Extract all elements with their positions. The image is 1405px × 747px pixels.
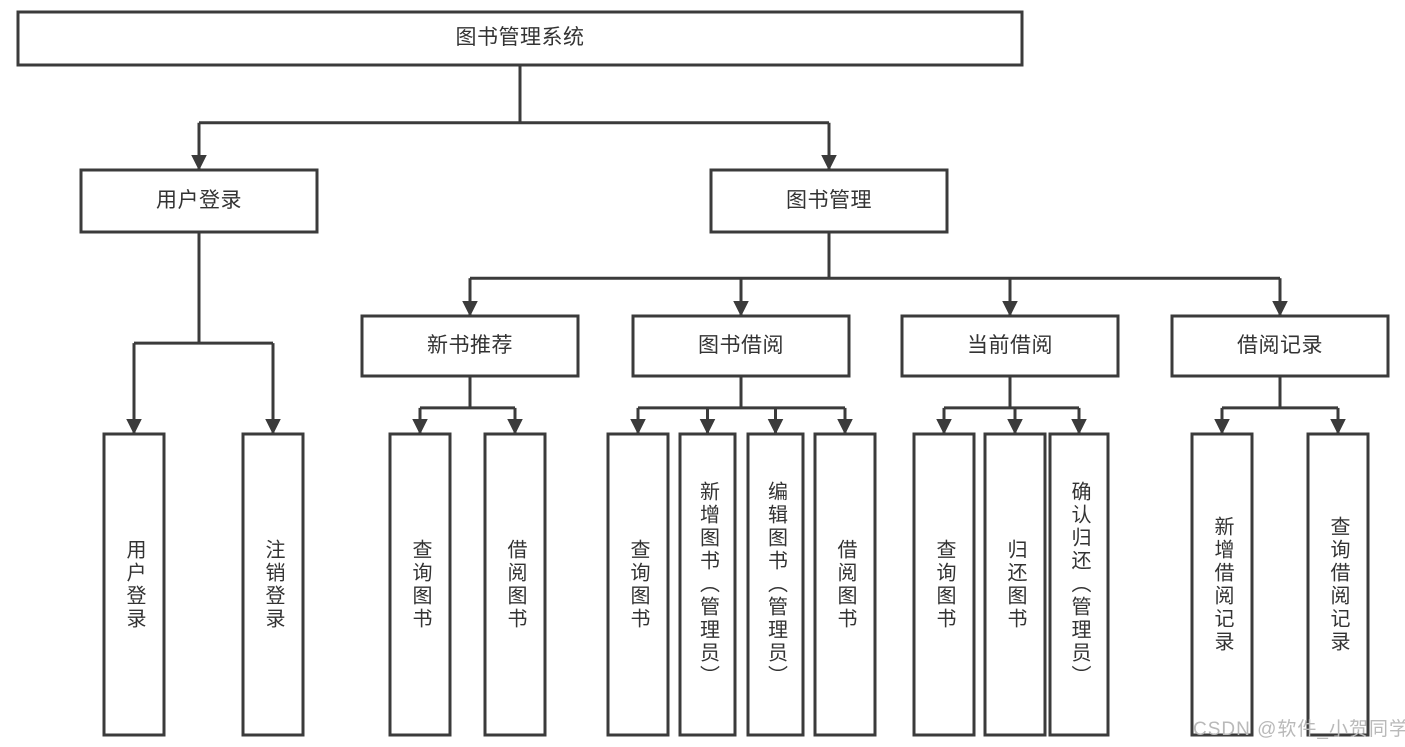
connector-layer xyxy=(126,65,1346,435)
node-box-book-manage[interactable] xyxy=(709,168,949,234)
node-box-book-borrow[interactable] xyxy=(631,314,851,378)
node-box-leaf-query-book-rec[interactable] xyxy=(388,432,452,737)
node-box-root[interactable] xyxy=(16,10,1024,67)
node-box-leaf-query-book-borrow[interactable] xyxy=(606,432,670,737)
node-box-leaf-confirm-return-admin[interactable] xyxy=(1048,432,1110,737)
node-box-leaf-edit-book-admin[interactable] xyxy=(746,432,805,737)
node-box-leaf-add-borrow-record[interactable] xyxy=(1190,432,1254,737)
node-box-leaf-return-book[interactable] xyxy=(983,432,1047,737)
node-box-new-book-rec[interactable] xyxy=(360,314,580,378)
node-box-user-login[interactable] xyxy=(79,168,319,234)
node-box-leaf-add-book-admin[interactable] xyxy=(678,432,737,737)
node-box-leaf-query-book-current[interactable] xyxy=(912,432,976,737)
node-box-leaf-logout-login[interactable] xyxy=(241,432,305,737)
node-box-leaf-query-borrow-record[interactable] xyxy=(1306,432,1370,737)
node-box-leaf-user-login[interactable] xyxy=(102,432,166,737)
node-box-leaf-borrow-book[interactable] xyxy=(813,432,877,737)
node-box-current-borrow[interactable] xyxy=(900,314,1120,378)
node-box-layer xyxy=(16,10,1390,737)
node-box-leaf-borrow-book-rec[interactable] xyxy=(483,432,547,737)
node-box-borrow-record[interactable] xyxy=(1170,314,1390,378)
